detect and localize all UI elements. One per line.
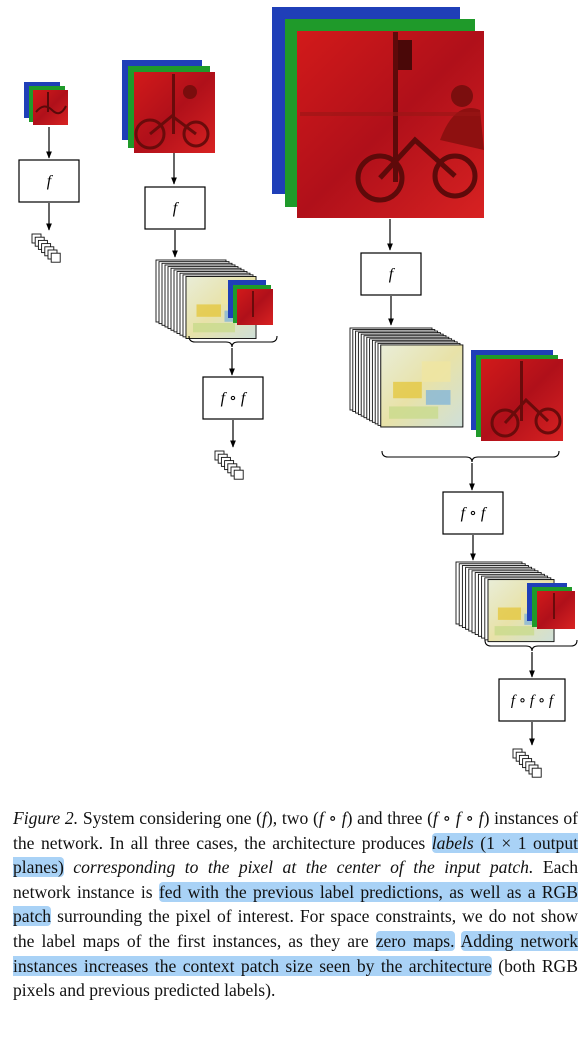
segment-region (389, 406, 439, 419)
network-f-box (360, 252, 422, 296)
rgb-patch-small (228, 280, 273, 325)
network-fof-label: f ∘ f (221, 390, 248, 407)
label-plane (531, 767, 542, 778)
caption-italic: corresponding to the pixel at the center… (73, 857, 534, 878)
output-label-stack (214, 450, 244, 480)
segment-region (425, 390, 451, 405)
network-fof-box (442, 491, 504, 535)
highlight-text: (1 × 1 output planes) (13, 832, 579, 878)
caption-math: f ∘ f ∘ f (432, 808, 484, 828)
caption-math: f (262, 808, 267, 828)
network-fofof-box (498, 678, 566, 722)
column-two-instances: f f ∘ f (122, 60, 278, 480)
figure-diagram: f f f ∘ f (18, 7, 578, 778)
caption-math: f ∘ f (318, 808, 347, 828)
network-fof-box (202, 376, 264, 420)
caption-text: (both RGB pixels and previous predicted … (13, 955, 578, 1001)
caption-text: ) instances of the network. In all three… (13, 808, 579, 853)
rgb-patch-small (24, 82, 68, 125)
network-f-label: f (389, 266, 396, 283)
segment-region (421, 361, 451, 382)
rgb-patch-medium (471, 350, 563, 441)
segment-region (193, 323, 235, 333)
caption-text: ), two ( (266, 808, 319, 828)
highlight-zero-maps: zero maps. (375, 930, 455, 951)
label-plane (50, 252, 61, 263)
rgb-patch-medium (122, 60, 215, 153)
figure-caption: Figure 2. System considering one (f), tw… (13, 806, 579, 1003)
label-plane (233, 469, 244, 480)
caption-text: Each network instance is (13, 857, 579, 902)
network-fof-label: f ∘ f (461, 505, 488, 522)
segment-region (494, 626, 535, 636)
column-one-instance: f (18, 82, 80, 263)
segment-region (196, 304, 221, 317)
segment-region (393, 381, 422, 399)
caption-text (64, 857, 73, 877)
label-maps-stack (349, 327, 464, 428)
network-f-box (144, 186, 206, 230)
caption-text: ) and three ( (346, 808, 433, 828)
segment-region (497, 607, 521, 620)
caption-label: Figure 2. (13, 808, 79, 828)
merge-brace (484, 639, 578, 652)
merge-brace (381, 450, 560, 463)
rgb-patch-small (527, 583, 575, 629)
network-f-box (18, 159, 80, 203)
rgb-patch-large (272, 7, 484, 218)
caption-text (455, 931, 461, 951)
network-f-label: f (47, 173, 54, 190)
network-f-label: f (173, 200, 180, 217)
caption-text: surrounding the pixel of interest. For s… (13, 906, 578, 951)
highlight-text: labels (431, 832, 474, 853)
output-label-stack (512, 748, 542, 778)
output-label-stack (31, 233, 61, 263)
network-fofof-label: f ∘ f ∘ f (511, 693, 555, 709)
caption-text: System considering one ( (78, 808, 263, 828)
merge-brace (188, 335, 278, 348)
column-three-instances: f f ∘ f f ∘ f ∘ f (272, 7, 578, 778)
